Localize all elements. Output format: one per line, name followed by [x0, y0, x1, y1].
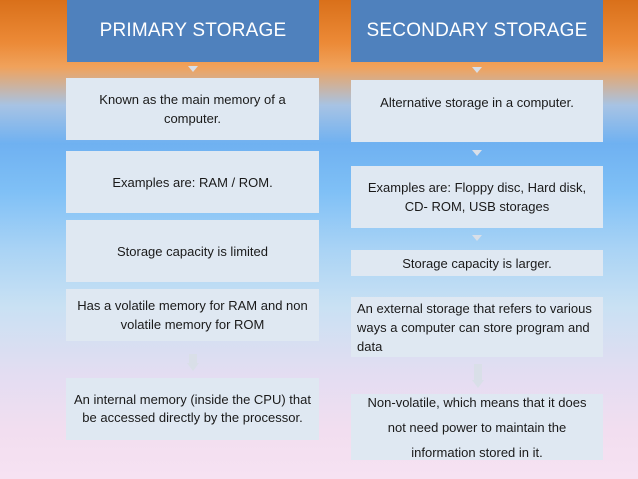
primary-box-5-text: An internal memory (inside the CPU) that… — [74, 392, 311, 425]
secondary-box-2: Examples are: Floppy disc, Hard disk, CD… — [351, 166, 603, 228]
primary-box-1: Known as the main memory of a computer. — [66, 78, 319, 140]
secondary-box-5-text: Non-volatile, which means that it does n… — [367, 394, 587, 460]
down-arrow-icon — [188, 66, 198, 72]
primary-box-2: Examples are: RAM / ROM. — [66, 151, 319, 213]
down-arrow-icon — [189, 354, 197, 363]
secondary-box-4: An external storage that refers to vario… — [351, 297, 603, 357]
down-arrow-icon — [472, 235, 482, 241]
down-arrow-icon — [472, 150, 482, 156]
secondary-box-3-text: Storage capacity is larger. — [402, 255, 552, 271]
primary-box-5: An internal memory (inside the CPU) that… — [66, 378, 319, 440]
primary-box-3-text: Storage capacity is limited — [116, 243, 268, 259]
primary-box-2-text: Examples are: RAM / ROM. — [112, 174, 273, 190]
down-arrow-icon — [472, 380, 484, 388]
secondary-box-1-text: Alternative storage in a computer. — [380, 95, 574, 110]
secondary-storage-header-label: SECONDARY STORAGE — [366, 20, 588, 41]
secondary-storage-header: SECONDARY STORAGE — [351, 0, 603, 62]
primary-storage-header-label: PRIMARY STORAGE — [99, 20, 287, 41]
secondary-box-4-text: An external storage that refers to vario… — [357, 300, 592, 354]
secondary-box-3: Storage capacity is larger. — [351, 250, 603, 276]
down-arrow-icon — [187, 363, 199, 371]
secondary-box-2-text: Examples are: Floppy disc, Hard disk, CD… — [367, 180, 587, 214]
primary-storage-header: PRIMARY STORAGE — [67, 0, 319, 62]
primary-box-4: Has a volatile memory for RAM and non vo… — [66, 289, 319, 341]
primary-box-3: Storage capacity is limited — [66, 220, 319, 282]
down-arrow-icon — [472, 67, 482, 73]
down-arrow-icon — [474, 364, 482, 380]
secondary-box-5: Non-volatile, which means that it does n… — [351, 394, 603, 460]
primary-box-4-text: Has a volatile memory for RAM and non vo… — [77, 298, 308, 332]
primary-box-1-text: Known as the main memory of a computer. — [99, 92, 286, 126]
secondary-box-1: Alternative storage in a computer. — [351, 80, 603, 142]
